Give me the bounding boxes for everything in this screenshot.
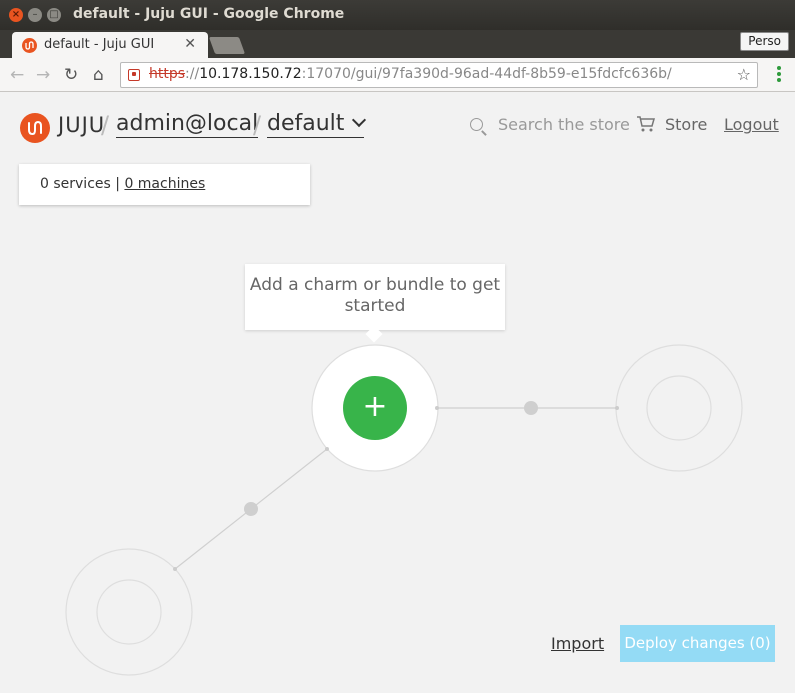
window-title: default - Juju GUI - Google Chrome — [73, 6, 345, 22]
url-path: :17070/gui/97fa390d-96ad-44df-8b59-e15fd… — [301, 66, 672, 82]
search-input[interactable]: Search the store — [498, 115, 630, 134]
breadcrumb-separator: / — [253, 111, 262, 139]
juju-app: JUJU / admin@local / default Search the … — [0, 93, 795, 693]
machines-link[interactable]: 0 machines — [124, 176, 206, 192]
deploy-changes-button[interactable]: Deploy changes (0) — [620, 625, 775, 662]
service-placeholder-left-outer — [65, 548, 193, 676]
search-icon — [470, 118, 483, 131]
window-minimize-icon[interactable]: – — [28, 8, 42, 22]
add-charm-button[interactable]: + — [343, 376, 407, 440]
store-button[interactable]: Store — [636, 115, 707, 137]
new-tab-button[interactable] — [208, 37, 246, 54]
cart-icon — [637, 116, 655, 132]
onboarding-tooltip: Add a charm or bundle to get started — [245, 264, 505, 330]
insecure-lock-icon[interactable] — [128, 69, 140, 81]
url-separator: :// — [185, 66, 200, 82]
chevron-down-icon — [352, 112, 367, 128]
relation-indicator-right[interactable] — [524, 401, 538, 415]
juju-wordmark[interactable]: JUJU — [58, 113, 106, 137]
connector-dot — [325, 447, 329, 451]
logout-link[interactable]: Logout — [724, 115, 779, 134]
breadcrumb-user[interactable]: admin@local — [116, 111, 259, 138]
relation-line-left — [174, 448, 328, 570]
connector-dot — [173, 567, 177, 571]
profile-button[interactable]: Perso — [740, 32, 789, 51]
browser-toolbar: ← → ↻ ⌂ https://10.178.150.72:17070/gui/… — [0, 58, 795, 92]
tab-strip: default - Juju GUI ✕ Perso — [0, 30, 795, 58]
service-placeholder-right-outer — [615, 344, 743, 472]
url-scheme: https — [149, 66, 186, 82]
tab-title: default - Juju GUI — [44, 37, 155, 52]
service-placeholder-right-inner — [646, 375, 712, 441]
bookmark-star-icon[interactable]: ☆ — [736, 65, 751, 84]
url-text[interactable]: https://10.178.150.72:17070/gui/97fa390d… — [149, 66, 672, 82]
service-placeholder-left-inner — [96, 579, 162, 645]
connector-dot — [615, 406, 619, 410]
reload-icon[interactable]: ↻ — [64, 65, 79, 85]
forward-arrow-icon[interactable]: → — [36, 65, 51, 85]
browser-tab[interactable]: default - Juju GUI ✕ — [12, 32, 208, 58]
back-arrow-icon[interactable]: ← — [10, 65, 25, 85]
address-bar[interactable]: https://10.178.150.72:17070/gui/97fa390d… — [120, 62, 758, 88]
breadcrumb-separator: / — [101, 111, 110, 139]
services-count[interactable]: 0 services — [40, 176, 111, 192]
window-titlebar: × – □ default - Juju GUI - Google Chrome — [0, 0, 795, 30]
chrome-menu-icon[interactable] — [777, 66, 781, 84]
relation-indicator-left[interactable] — [244, 502, 258, 516]
counts-panel: 0 services | 0 machines — [19, 164, 310, 205]
import-link[interactable]: Import — [551, 634, 605, 653]
window-close-icon[interactable]: × — [9, 8, 23, 22]
home-icon[interactable]: ⌂ — [93, 65, 104, 85]
window-maximize-icon[interactable]: □ — [47, 8, 61, 22]
store-label: Store — [665, 115, 708, 134]
connector-dot — [435, 406, 439, 410]
url-host: 10.178.150.72 — [199, 66, 302, 82]
juju-logo[interactable] — [20, 113, 50, 143]
juju-favicon-icon — [22, 38, 37, 53]
counts-divider: | — [115, 176, 120, 192]
model-name: default — [267, 111, 345, 136]
model-switcher[interactable]: default — [267, 110, 367, 138]
tab-close-icon[interactable]: ✕ — [184, 36, 196, 52]
